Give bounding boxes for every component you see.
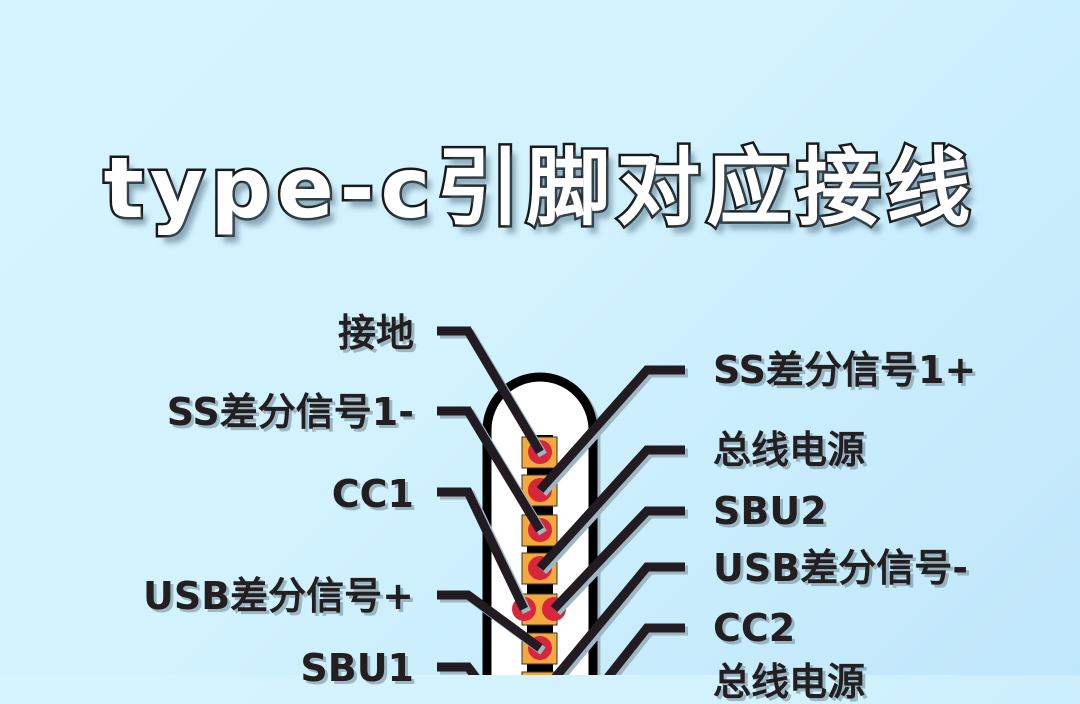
label-vbus-2: 总线电源 — [713, 660, 866, 704]
pin-7 — [521, 671, 558, 675]
pin-3 — [521, 514, 558, 547]
label-cc1: CC1 — [331, 472, 414, 516]
leader-line-cc1 — [437, 487, 529, 611]
leader-line-ss1-plus — [536, 365, 685, 493]
label-cc2: CC2 — [713, 606, 796, 650]
label-sbu1: SBU1 — [300, 646, 414, 690]
leader-line-sbu2 — [550, 506, 685, 613]
leader-line-ground — [437, 326, 544, 455]
label-ground: 接地 — [337, 311, 414, 355]
label-vbus: 总线电源 — [713, 428, 866, 472]
label-ss1-plus: SS差分信号1+ — [713, 348, 977, 392]
leader-line-ss1-minus — [437, 406, 544, 533]
page-title: type-c引脚对应接线 — [101, 137, 977, 240]
label-usb-minus: USB差分信号- — [713, 546, 968, 590]
label-usb-plus: USB差分信号+ — [142, 574, 414, 618]
typec-connector-diagram — [437, 326, 685, 675]
label-ss1-minus: SS差分信号1- — [166, 390, 414, 434]
leader-line-cc2 — [604, 623, 685, 675]
leader-line-usb-plus — [437, 590, 543, 652]
leader-line-usb-minus — [551, 562, 685, 675]
label-sbu2: SBU2 — [713, 489, 827, 533]
leader-line-sbu1 — [437, 662, 480, 675]
pin-1 — [521, 436, 558, 469]
leader-line-vbus — [536, 445, 685, 572]
